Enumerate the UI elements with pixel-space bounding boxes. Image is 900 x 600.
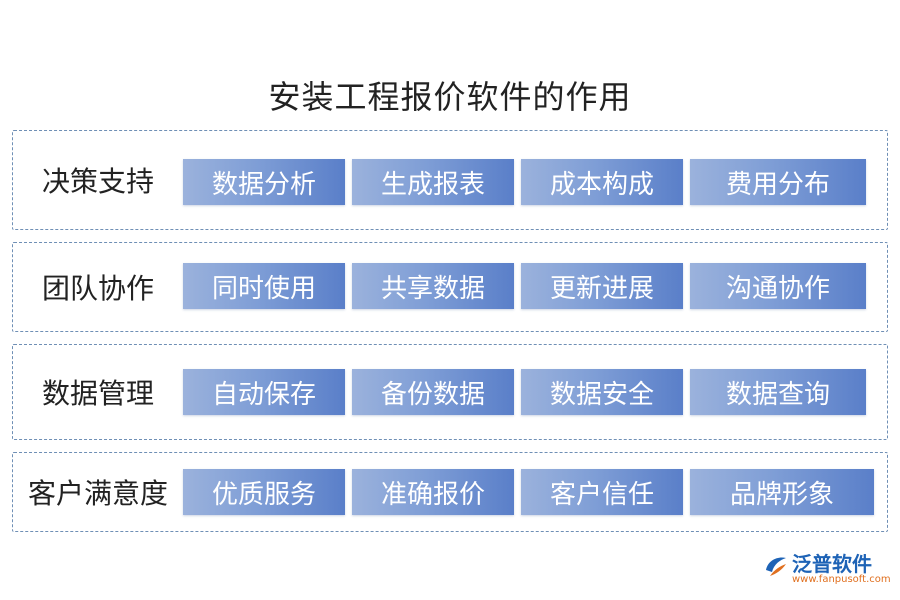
group-label: 数据管理 (41, 377, 154, 410)
diagram-title: 安装工程报价软件的作用 (268, 78, 632, 116)
item-box: 同时使用 (183, 263, 345, 309)
item-box: 费用分布 (690, 159, 866, 205)
item-box: 数据查询 (690, 369, 866, 415)
group-decision-support: 决策支持 数据分析 生成报表 成本构成 费用分布 (12, 130, 888, 230)
brand-logo-icon (766, 557, 786, 576)
group-team-collaboration: 团队协作 同时使用 共享数据 更新进展 沟通协作 (12, 242, 888, 332)
group-data-management: 数据管理 自动保存 备份数据 数据安全 数据查询 (12, 344, 888, 440)
item-box: 自动保存 (183, 369, 345, 415)
item-box: 优质服务 (183, 469, 345, 515)
brand-url: www.fanpusoft.com (792, 574, 891, 585)
group-label: 客户满意度 (27, 477, 168, 510)
group-customer-satisfaction: 客户满意度 优质服务 准确报价 客户信任 品牌形象 (12, 452, 888, 532)
item-box: 准确报价 (352, 469, 514, 515)
item-box: 共享数据 (352, 263, 514, 309)
item-box: 生成报表 (352, 159, 514, 205)
brand-name: 泛普软件 (792, 552, 872, 576)
group-label: 决策支持 (41, 165, 154, 198)
item-box: 品牌形象 (690, 469, 874, 515)
item-box: 客户信任 (521, 469, 683, 515)
item-box: 沟通协作 (690, 263, 866, 309)
brand-logo: 泛普软件 www.fanpusoft.com (758, 546, 891, 590)
item-box: 数据分析 (183, 159, 345, 205)
group-label: 团队协作 (41, 272, 154, 305)
item-box: 更新进展 (521, 263, 683, 309)
item-box: 成本构成 (521, 159, 683, 205)
item-box: 数据安全 (521, 369, 683, 415)
item-box: 备份数据 (352, 369, 514, 415)
